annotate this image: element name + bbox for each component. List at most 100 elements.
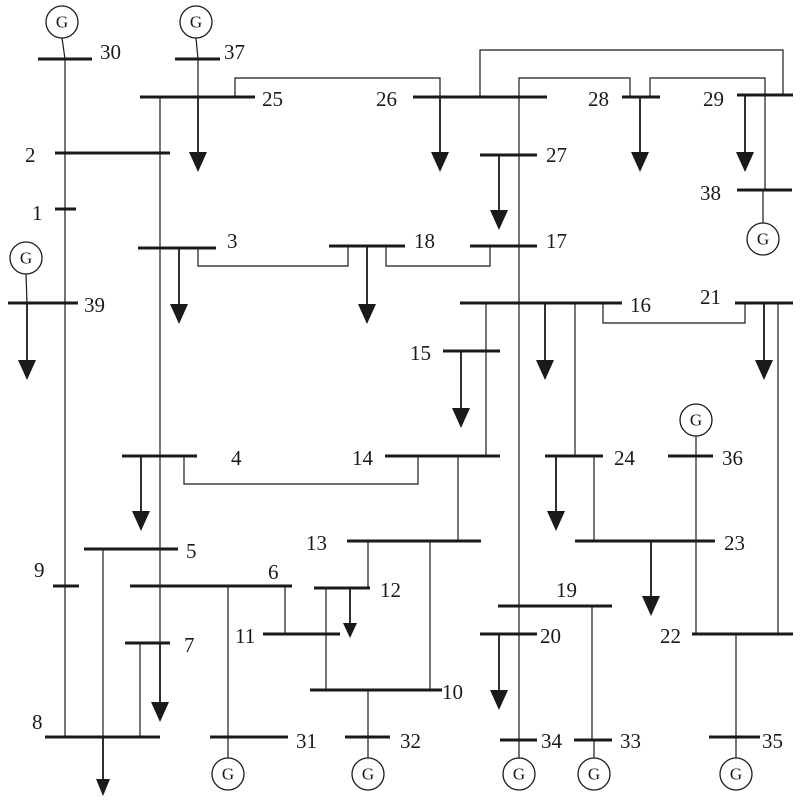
bus-label-39: 39 <box>84 293 105 317</box>
generator-32-symbol: G <box>362 765 374 784</box>
generator-39-circle <box>9 241 43 275</box>
bus-label-21: 21 <box>700 285 721 309</box>
generator-30-circle <box>45 5 79 39</box>
line-26-28 <box>518 77 631 97</box>
bus-label-23: 23 <box>724 531 745 555</box>
load-arrow-7 <box>151 643 169 722</box>
gen-39-stem <box>25 273 28 304</box>
generator-37-circle <box>179 5 213 39</box>
bus-label-35: 35 <box>762 729 783 753</box>
bus-label-13: 13 <box>306 531 327 555</box>
bus-label-22: 22 <box>660 624 681 648</box>
bus-label-6: 6 <box>268 560 279 584</box>
generator-32-circle <box>351 757 385 791</box>
bus-label-29: 29 <box>703 87 724 111</box>
generator-37: G <box>179 5 213 39</box>
load-arrow-26 <box>431 97 449 172</box>
load-arrow-20 <box>490 634 508 710</box>
bus-label-24: 24 <box>614 446 636 470</box>
bus-label-20: 20 <box>540 624 561 648</box>
bus-labels: 30 37 25 26 28 29 2 27 38 1 3 18 17 39 1… <box>25 40 783 753</box>
bus-label-1: 1 <box>32 201 43 225</box>
bus-label-10: 10 <box>442 680 463 704</box>
bus-label-2: 2 <box>25 143 36 167</box>
bus-label-26: 26 <box>376 87 397 111</box>
bus-label-25: 25 <box>262 87 283 111</box>
bus-label-33: 33 <box>620 729 641 753</box>
bus-label-36: 36 <box>722 446 743 470</box>
bus-label-30: 30 <box>100 40 121 64</box>
line-25-26 <box>234 77 441 97</box>
generator-30-symbol: G <box>56 13 68 32</box>
load-arrow-28 <box>631 97 649 172</box>
load-arrow-16 <box>536 303 554 380</box>
generator-33-symbol: G <box>588 765 600 784</box>
bus-label-3: 3 <box>227 229 238 253</box>
bus-label-28: 28 <box>588 87 609 111</box>
bus-label-17: 17 <box>546 229 567 253</box>
load-arrow-29 <box>736 95 754 172</box>
generator-33: G <box>577 757 611 791</box>
generator-36-symbol: G <box>690 411 702 430</box>
generator-39: G <box>9 241 43 275</box>
gen-30-stem <box>61 37 66 60</box>
bus-label-9: 9 <box>34 558 45 582</box>
bus-label-31: 31 <box>296 729 317 753</box>
generator-35: G <box>719 757 753 791</box>
line-18-17 <box>385 246 491 267</box>
generator-31-circle <box>211 757 245 791</box>
generator-38: G <box>746 222 780 256</box>
load-arrow-18 <box>358 246 376 324</box>
generator-39-symbol: G <box>20 249 32 268</box>
load-arrow-27 <box>490 155 508 230</box>
bus-label-15: 15 <box>410 341 431 365</box>
load-arrow-8 <box>96 737 110 796</box>
bus-label-8: 8 <box>32 710 43 734</box>
generator-36: G <box>679 403 713 437</box>
bus-label-38: 38 <box>700 181 721 205</box>
generator-34-symbol: G <box>513 765 525 784</box>
generator-34: G <box>502 757 536 791</box>
line-28-29 <box>649 77 766 97</box>
bus-label-34: 34 <box>541 729 563 753</box>
bus-label-32: 32 <box>400 729 421 753</box>
load-arrow-12 <box>343 588 357 638</box>
load-arrow-24 <box>547 456 565 531</box>
load-arrow-39 <box>18 303 36 380</box>
generator-36-circle <box>679 403 713 437</box>
line-3-18 <box>197 246 349 267</box>
bus-label-37: 37 <box>224 40 245 64</box>
generators: G G G G G G G G G G <box>9 5 780 791</box>
generator-35-circle <box>719 757 753 791</box>
generator-37-symbol: G <box>190 13 202 32</box>
load-arrow-4 <box>132 456 150 531</box>
bus-label-14: 14 <box>352 446 374 470</box>
line-4-14 <box>183 456 419 485</box>
load-arrow-25 <box>189 97 207 172</box>
line-26-29 <box>479 49 784 97</box>
generator-31-symbol: G <box>222 765 234 784</box>
generator-32: G <box>351 757 385 791</box>
bus-label-11: 11 <box>235 624 255 648</box>
transmission-lines <box>64 49 784 740</box>
generator-35-symbol: G <box>730 765 742 784</box>
generator-33-circle <box>577 757 611 791</box>
bus-label-19: 19 <box>556 578 577 602</box>
bus-label-12: 12 <box>380 578 401 602</box>
bus-label-16: 16 <box>630 293 651 317</box>
bus-label-7: 7 <box>184 633 195 657</box>
bus-label-27: 27 <box>546 143 567 167</box>
load-arrow-3 <box>170 248 188 324</box>
generator-30: G <box>45 5 79 39</box>
generator-38-circle <box>746 222 780 256</box>
line-16-21 <box>602 303 746 324</box>
bus-label-4: 4 <box>231 446 242 470</box>
bus-label-5: 5 <box>186 539 197 563</box>
generator-34-circle <box>502 757 536 791</box>
gen-37-stem <box>195 37 199 60</box>
load-arrow-15 <box>452 351 470 428</box>
load-arrow-23 <box>642 541 660 616</box>
load-arrow-21 <box>755 303 773 380</box>
